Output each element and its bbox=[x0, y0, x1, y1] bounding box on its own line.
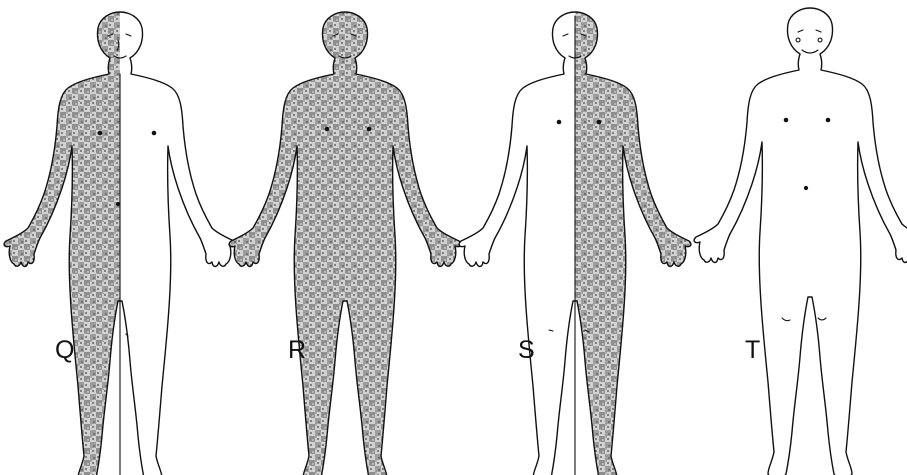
figure-s bbox=[459, 12, 691, 475]
figure-q-label: Q bbox=[55, 336, 74, 364]
figure-r-label: R bbox=[288, 336, 306, 364]
figure-t bbox=[694, 8, 907, 475]
figure-q bbox=[4, 12, 236, 475]
figure-s-label: S bbox=[518, 336, 535, 364]
figure-r bbox=[229, 12, 461, 475]
figure-t-label: T bbox=[745, 336, 760, 364]
